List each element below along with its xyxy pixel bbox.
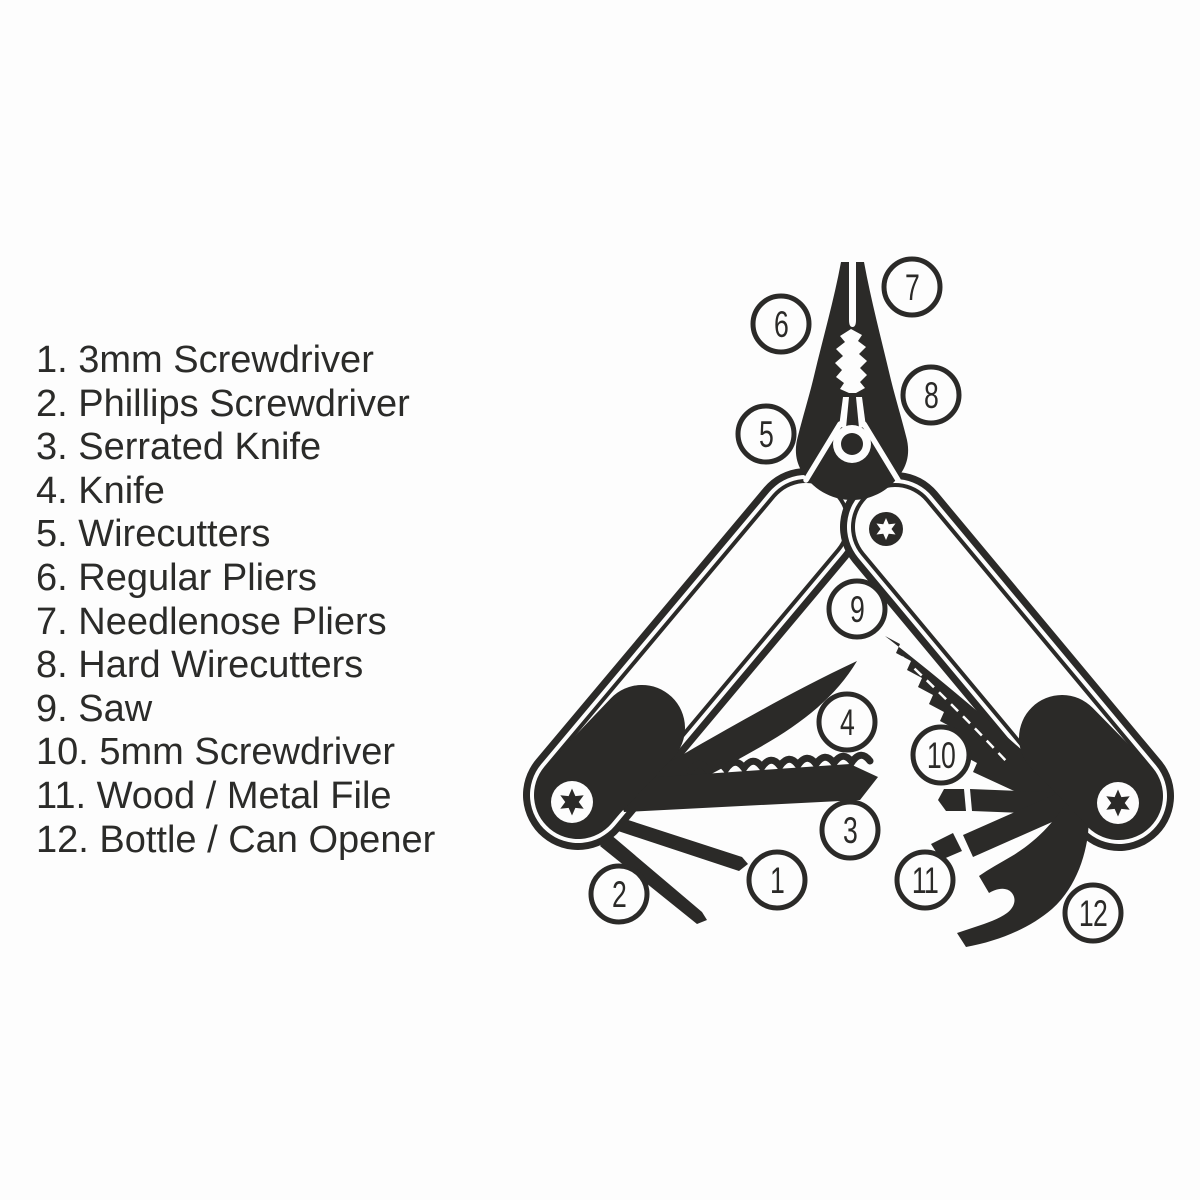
file-shape [963,789,1077,857]
screwdriver-5mm-tip [938,789,966,811]
callout-badge [746,849,808,911]
pliers-grip-teeth [835,329,867,393]
callout-number: 1 [770,860,784,901]
callout-badge [1062,882,1124,944]
pliers-jaw-gap-right [856,397,866,428]
callout-10: 10 [910,724,972,786]
callout-number: 6 [774,304,788,345]
callout-11: 11 [894,849,956,911]
handle-screws [551,512,1139,824]
callout-number: 12 [1079,893,1107,934]
callout-8: 8 [900,364,962,426]
legend-item-2: 2. Phillips Screwdriver [36,382,410,425]
callout-number: 10 [927,735,955,776]
callout-badge [735,403,797,465]
callout-number: 11 [912,860,938,901]
legend-item-12: 12. Bottle / Can Opener [36,818,436,861]
wirecutter-notch-right [861,421,901,483]
legend-item-3: 3. Serrated Knife [36,426,322,469]
callout-number: 4 [840,702,854,743]
legend-item-4: 4. Knife [36,469,165,512]
callout-badge [900,364,962,426]
left-handle-screw-icon [551,781,593,823]
callout-number: 9 [850,589,864,630]
handle-top-screw-icon [869,512,903,546]
callout-9: 9 [826,578,888,640]
callout-2: 2 [588,863,650,925]
callout-badge [894,849,956,911]
phillips-screwdriver-shape [600,834,707,924]
pliers-jaw-gap-left [839,397,849,428]
bottle-can-opener-shape [957,794,1089,947]
callouts: 1 2 3 4 5 6 7 [588,256,1124,944]
callout-badge [588,863,650,925]
callout-number: 7 [905,267,919,308]
callout-number: 5 [759,414,773,455]
callout-number: 3 [843,810,857,851]
legend-item-6: 6. Regular Pliers [36,556,317,599]
legend-item-5: 5. Wirecutters [36,513,271,556]
callout-3: 3 [819,799,881,861]
serrated-edge-shape [686,751,874,776]
callout-number: 8 [924,375,938,416]
callout-badge [819,799,881,861]
pliers-head [795,262,909,500]
callout-4: 4 [816,691,878,753]
right-handle-screw-icon [1097,782,1139,824]
legend-item-11: 11. Wood / Metal File [36,774,392,817]
pivot-bolt-icon [833,425,871,463]
left-tools [600,661,878,924]
saw-teeth-highlight [901,656,1009,764]
flat-screwdriver-3mm-shape [618,818,748,871]
callout-7: 7 [881,256,943,318]
legend-item-8: 8. Hard Wirecutters [36,644,364,687]
right-tools [885,636,1089,947]
tool-legend: 1. 3mm Screwdriver 2. Phillips Screwdriv… [36,339,435,862]
callout-badge [910,724,972,786]
legend-item-1: 1. 3mm Screwdriver [36,339,374,381]
callout-badge [881,256,943,318]
legend-item-10: 10. 5mm Screwdriver [36,731,395,774]
callout-badge [826,578,888,640]
callout-1: 1 [746,849,808,911]
callout-badge [750,293,812,355]
legend-item-7: 7. Needlenose Pliers [36,600,387,643]
callout-badge [816,691,878,753]
wirecutter-notch-left [803,421,843,483]
saw-blade-shape [885,636,1070,810]
callout-12: 12 [1062,882,1124,944]
callout-6: 6 [750,293,812,355]
callout-5: 5 [735,403,797,465]
serrated-knife-shape [614,764,878,812]
callout-number: 2 [612,874,626,915]
pliers-jaw-slit [849,262,856,327]
legend-item-9: 9. Saw [36,687,153,730]
